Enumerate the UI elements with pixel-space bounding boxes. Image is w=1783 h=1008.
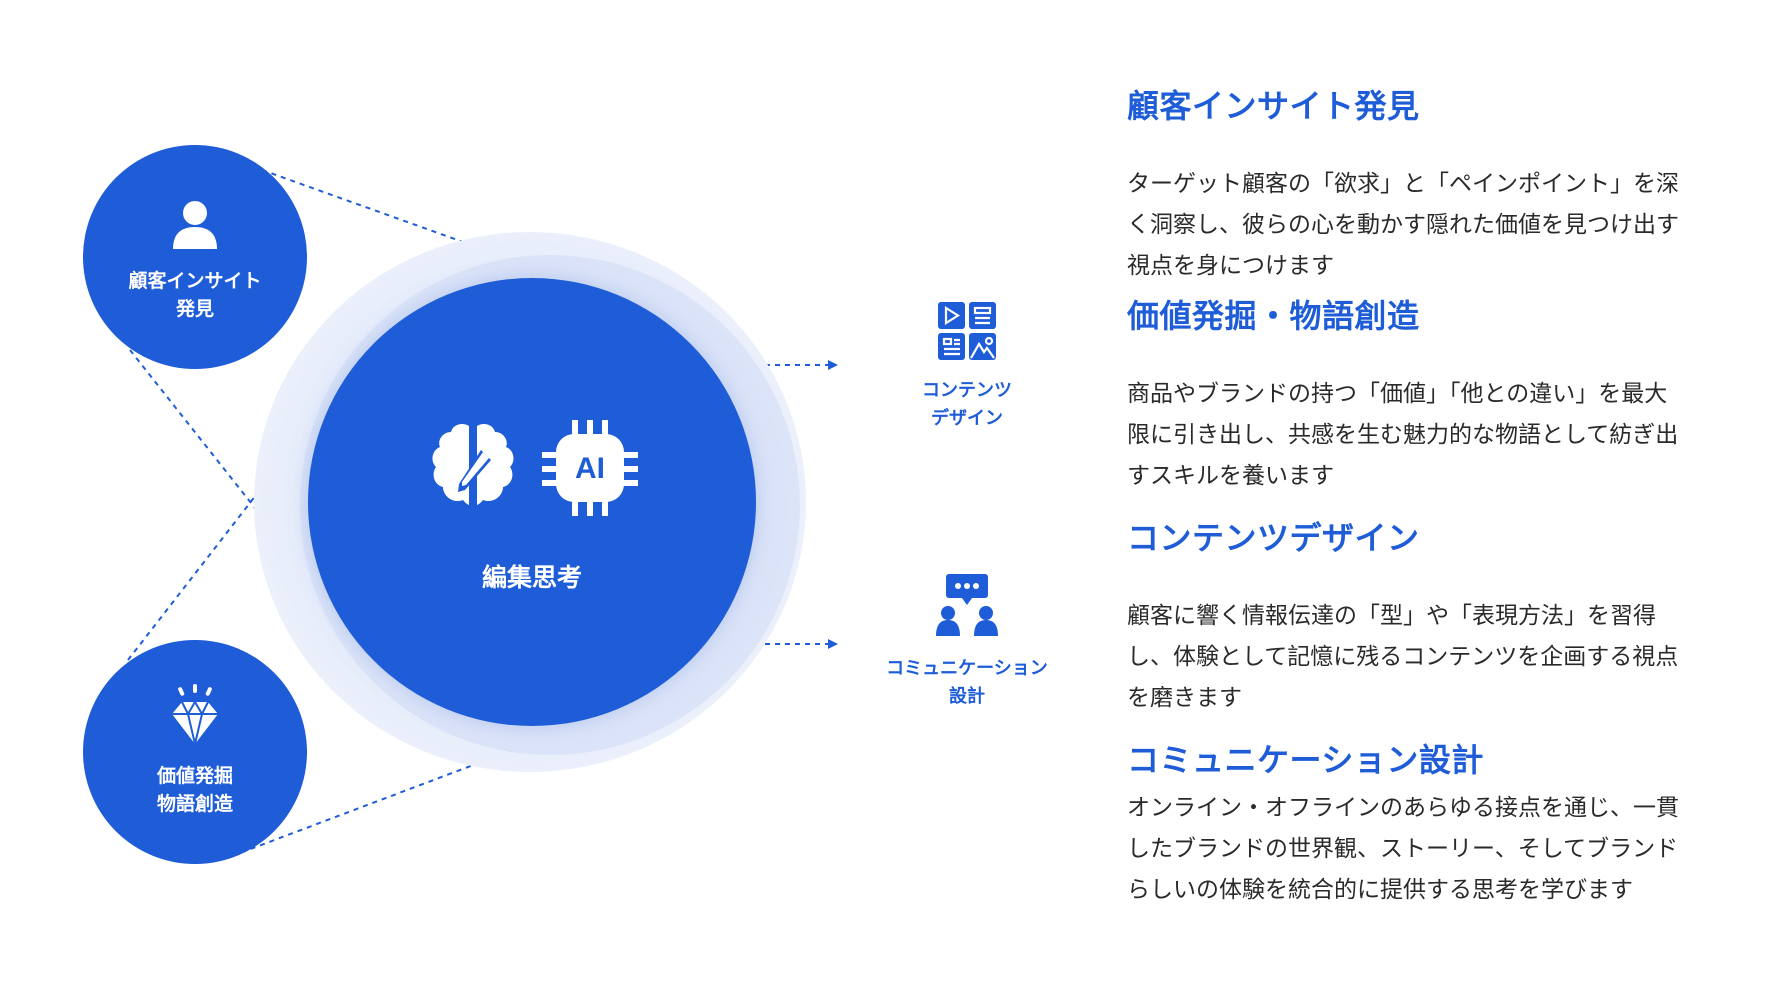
ai-chip-icon: AI: [542, 420, 638, 516]
diamond-icon: [172, 684, 218, 745]
node-customer-insight: 顧客インサイト 発見: [83, 145, 307, 369]
core-label: 編集思考: [481, 563, 582, 592]
section-body: 顧客に響く情報伝達の「型」や「表現方法」を習得 し、体験として記憶に残るコンテン…: [1127, 596, 1727, 719]
section-communication-design: コミュニケーション設計 オンライン・オフラインのあらゆる接点を通じ、一貫 したブ…: [1127, 740, 1727, 911]
section-title: 価値発掘・物語創造: [1127, 297, 1420, 335]
content-design-line1: コンテンツ: [922, 380, 1012, 401]
section-title: コミュニケーション設計: [1127, 741, 1484, 779]
svg-text:AI: AI: [575, 452, 605, 485]
node-value-story-line1: 価値発掘: [156, 765, 233, 787]
communication-design-label: コミュニケーション 設計: [867, 655, 1067, 711]
body-line: すスキルを養います: [1127, 463, 1334, 489]
content-grid-icon: [938, 302, 996, 364]
user-icon: [173, 201, 217, 249]
brain-pencil-icon: [432, 424, 514, 505]
body-line: を磨きます: [1127, 685, 1242, 711]
body-line: く洞察し、彼らの心を動かす隠れた価値を見つけ出す: [1127, 212, 1679, 238]
body-line: ターゲット顧客の「欲求」と「ペインポイント」を深: [1127, 171, 1679, 197]
section-title: コンテンツデザイン: [1127, 519, 1420, 557]
section-body: 商品やブランドの持つ「価値」「他との違い」を最大 限に引き出し、共感を生む魅力的…: [1127, 374, 1727, 497]
node-customer-insight-line1: 顧客インサイト: [128, 270, 262, 292]
body-line: 限に引き出し、共感を生む魅力的な物語として紡ぎ出: [1127, 422, 1679, 448]
body-line: オンライン・オフラインのあらゆる接点を通じ、一貫: [1127, 795, 1679, 821]
content-design-label: コンテンツ デザイン: [867, 377, 1067, 433]
body-line: したブランドの世界観、ストーリー、そしてブランド: [1127, 836, 1679, 862]
node-value-story-line2: 物語創造: [156, 793, 233, 815]
core-circle-editorial-thinking: AI 編集思考: [308, 278, 756, 726]
section-customer-insight: 顧客インサイト発見 ターゲット顧客の「欲求」と「ペインポイント」を深 く洞察し、…: [1127, 86, 1727, 287]
body-line: 視点を身につけます: [1127, 253, 1334, 279]
section-body: オンライン・オフラインのあらゆる接点を通じ、一貫 したブランドの世界観、ストーリ…: [1127, 788, 1727, 911]
communication-design-line1: コミュニケーション: [886, 658, 1048, 679]
body-line: し、体験として記憶に残るコンテンツを企画する視点: [1127, 644, 1679, 670]
section-content-design: コンテンツデザイン 顧客に響く情報伝達の「型」や「表現方法」を習得 し、体験とし…: [1127, 518, 1727, 719]
section-title: 顧客インサイト発見: [1127, 87, 1420, 125]
section-body: ターゲット顧客の「欲求」と「ペインポイント」を深 く洞察し、彼らの心を動かす隠れ…: [1127, 164, 1727, 287]
body-line: らしいの体験を統合的に提供する思考を学びます: [1127, 877, 1633, 903]
body-line: 顧客に響く情報伝達の「型」や「表現方法」を習得: [1127, 603, 1656, 629]
node-value-story: 価値発掘 物語創造: [83, 640, 307, 864]
content-design-line2: デザイン: [931, 408, 1003, 429]
communication-design-line2: 設計: [949, 686, 985, 707]
people-chat-icon: [936, 574, 998, 640]
node-customer-insight-line2: 発見: [175, 298, 214, 320]
section-value-story: 価値発掘・物語創造 商品やブランドの持つ「価値」「他との違い」を最大 限に引き出…: [1127, 296, 1727, 497]
body-line: 商品やブランドの持つ「価値」「他との違い」を最大: [1127, 381, 1668, 407]
